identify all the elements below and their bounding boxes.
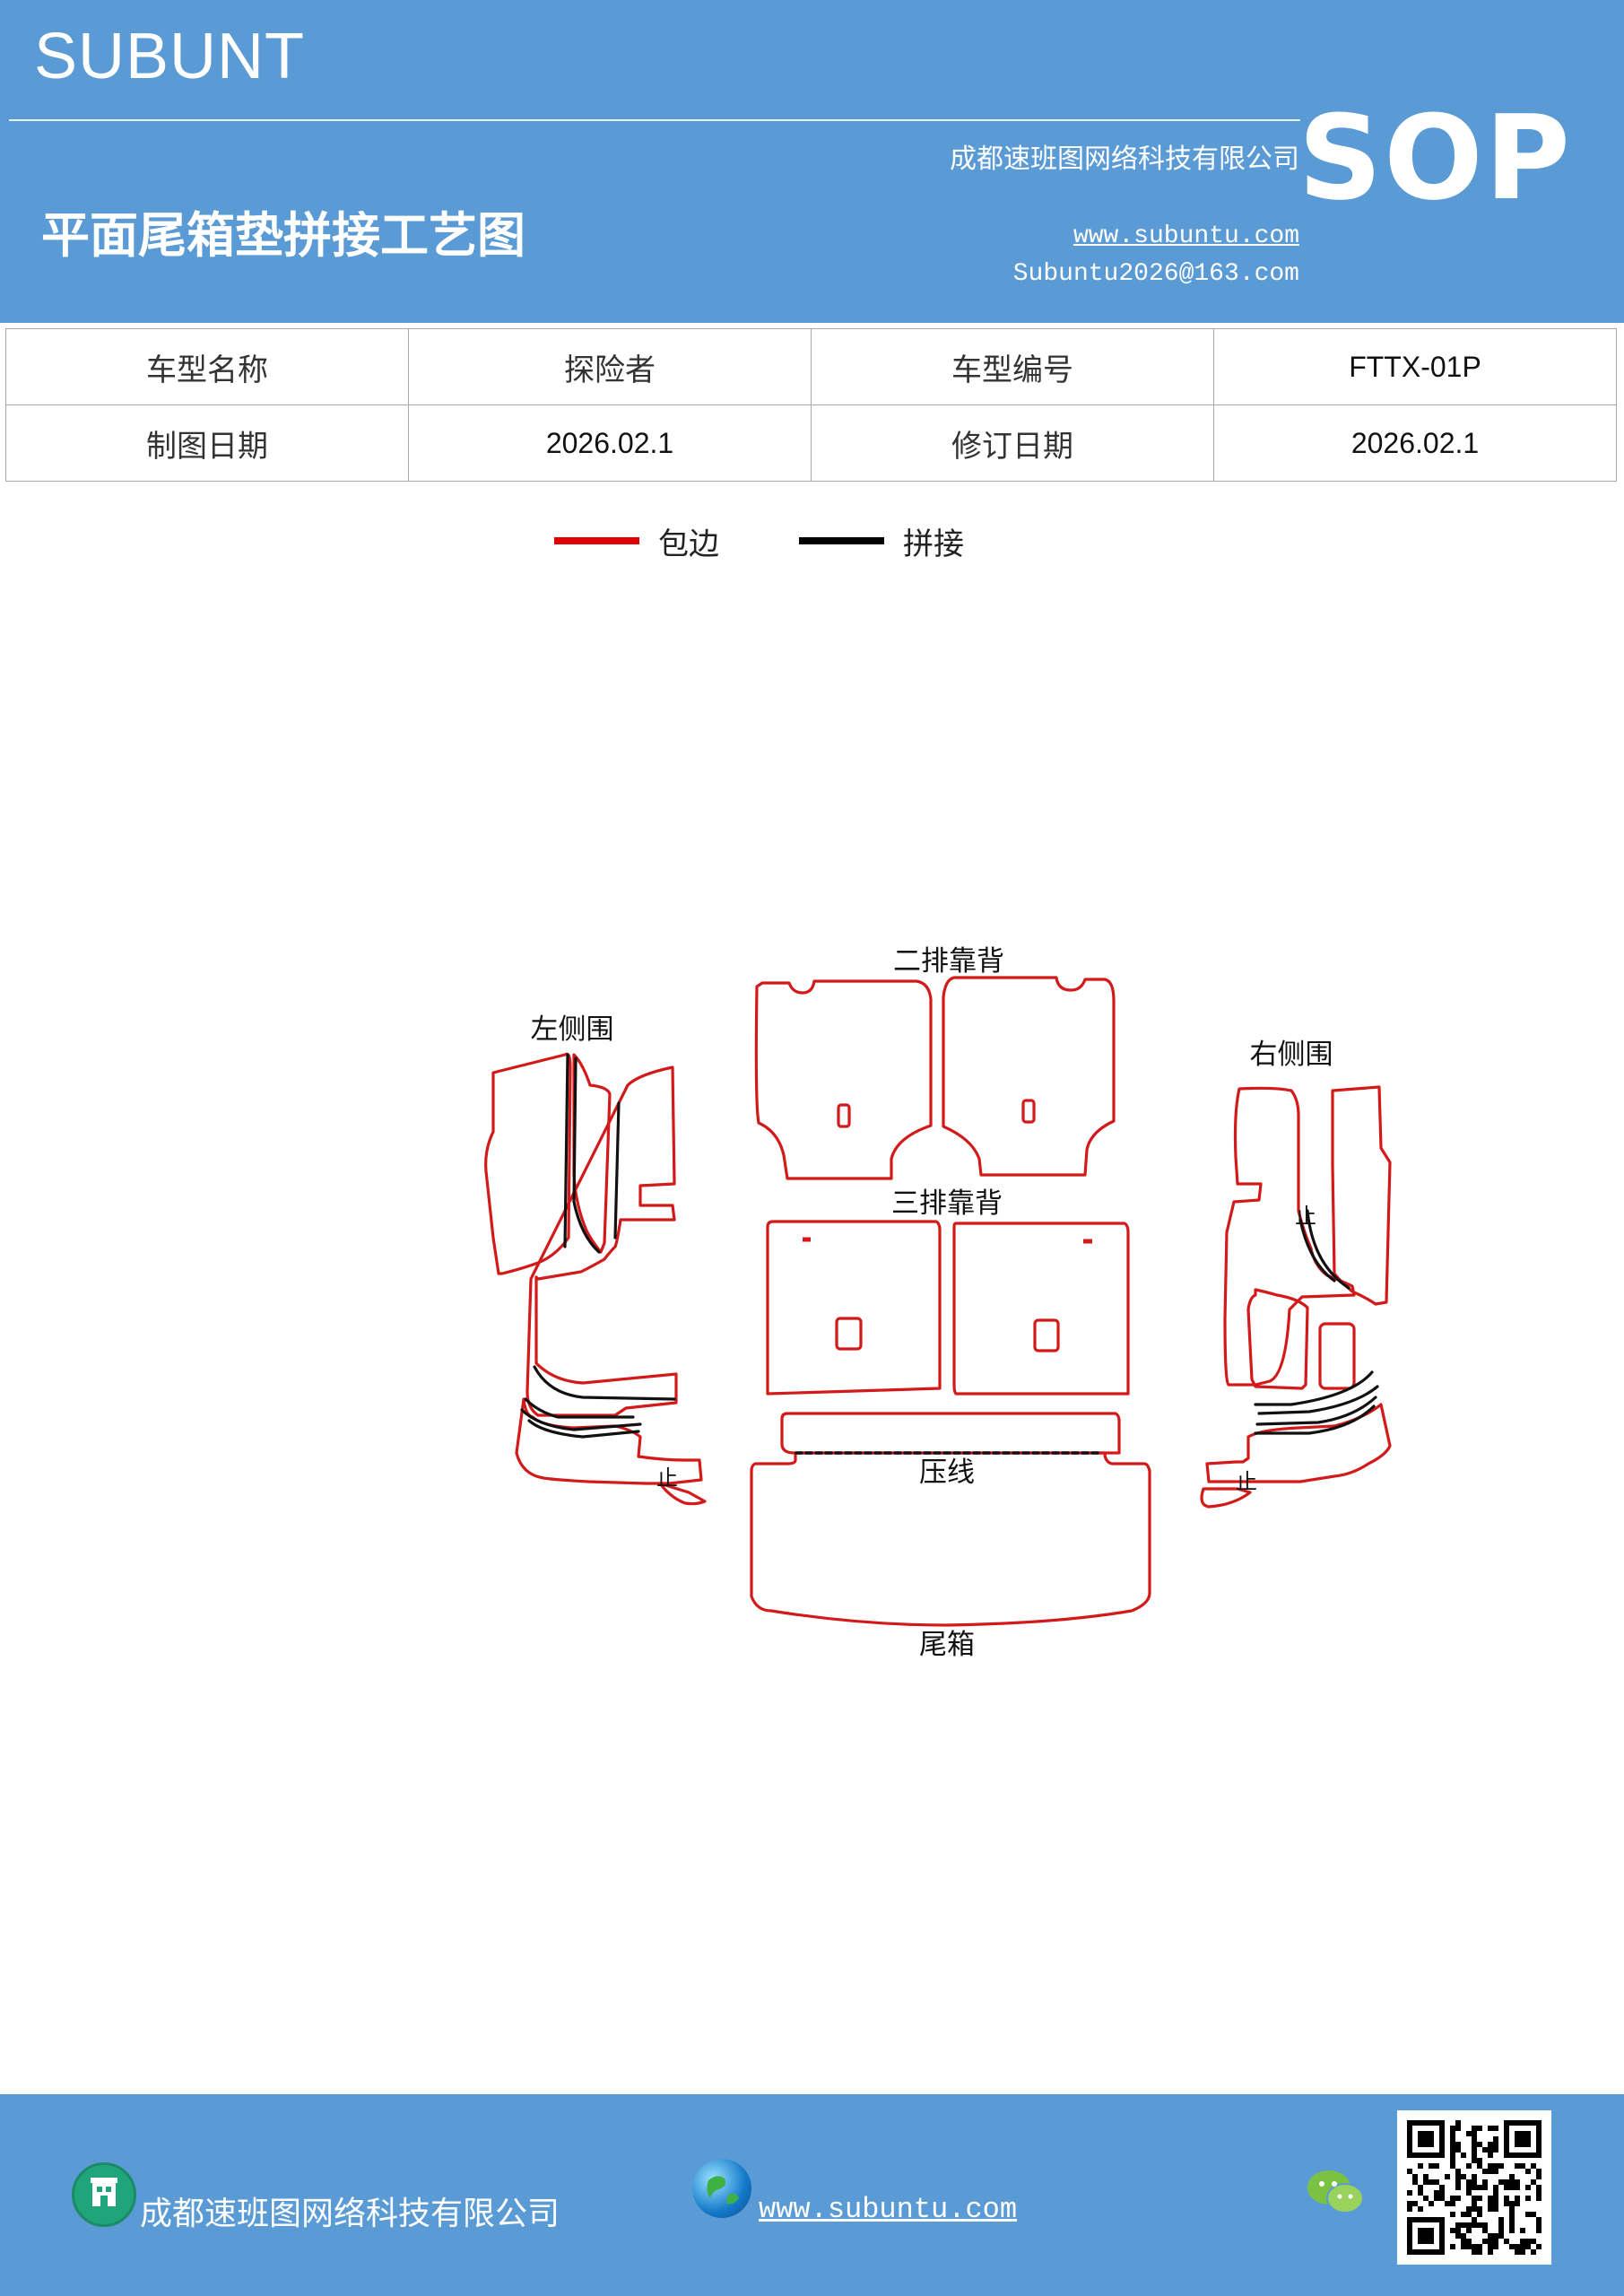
globe-icon	[692, 2159, 751, 2218]
website-link[interactable]: www.subuntu.com	[1073, 222, 1299, 250]
footer-banner: 成都速班图网络科技有限公司 www.subuntu.com	[0, 2094, 1624, 2296]
slot-hole	[1021, 1099, 1036, 1124]
table-row: 制图日期 2026.02.1 修订日期 2026.02.1	[5, 404, 1617, 482]
second-row-back-left-panel	[754, 979, 933, 1180]
label-third-row-back: 三排靠背	[891, 1187, 1003, 1220]
hole	[1318, 1322, 1356, 1390]
company-name: 成都速班图网络科技有限公司	[950, 144, 1299, 175]
footer-company-name: 成都速班图网络科技有限公司	[140, 2196, 560, 2232]
document-title: 平面尾箱垫拼接工艺图	[41, 207, 525, 264]
table-row: 车型名称 探险者 车型编号 FTTX-01P	[5, 328, 1617, 405]
building-icon	[72, 2162, 136, 2227]
right-side-wall-panel-c	[1246, 1288, 1309, 1390]
model-code-label: 车型编号	[811, 328, 1214, 405]
left-side-wall-panel-c	[525, 1065, 678, 1417]
seam-line	[533, 1365, 676, 1401]
model-name-value: 探险者	[408, 328, 812, 405]
seam-line	[1255, 1396, 1377, 1426]
seam-line	[527, 1419, 640, 1439]
header-banner: SUBUNT 成都速班图网络科技有限公司 平面尾箱垫拼接工艺图 www.subu…	[0, 0, 1624, 323]
drawing-date-value: 2026.02.1	[408, 404, 812, 482]
third-row-back-right-panel	[952, 1222, 1130, 1396]
label-stop-right-upper: 止	[1295, 1204, 1316, 1229]
info-table: 车型名称 探险者 车型编号 FTTX-01P 制图日期 2026.02.1 修订…	[5, 328, 1617, 482]
hole	[1033, 1318, 1060, 1352]
drawing-date-label: 制图日期	[5, 404, 409, 482]
brand-name: SUBUNT	[34, 21, 306, 92]
left-side-wall-tip	[658, 1482, 707, 1506]
email-address: Subuntu2026@163.com	[1012, 260, 1299, 288]
revision-date-label: 修订日期	[811, 404, 1214, 482]
seam-line	[1298, 1218, 1336, 1283]
qr-code	[1397, 2110, 1551, 2265]
legend-swatch-red	[554, 537, 639, 544]
seam-line	[1254, 1370, 1374, 1406]
label-right-side: 右侧围	[1250, 1039, 1333, 1071]
legend-swatch-black	[799, 537, 884, 544]
hole	[835, 1317, 863, 1351]
model-code-value: FTTX-01P	[1213, 328, 1617, 405]
right-side-wall-panel-b	[1331, 1085, 1392, 1306]
model-name-label: 车型名称	[5, 328, 409, 405]
trunk-crease-strip	[780, 1412, 1121, 1455]
revision-date-value: 2026.02.1	[1213, 404, 1617, 482]
label-second-row-back: 二排靠背	[893, 945, 1004, 978]
seam-line	[520, 1408, 642, 1431]
label-left-side: 左侧围	[531, 1013, 614, 1046]
label-crease: 压线	[919, 1457, 975, 1489]
header-divider	[9, 119, 1300, 121]
label-stop-left: 止	[656, 1465, 678, 1491]
seam-line	[1257, 1385, 1379, 1415]
left-side-wall-panel-a	[484, 1052, 572, 1275]
right-side-wall-tip	[1200, 1487, 1252, 1509]
left-side-wall-panel-b	[572, 1053, 612, 1254]
label-trunk: 尾箱	[919, 1629, 975, 1661]
legend-label: 包边	[658, 526, 719, 562]
label-stop-right: 止	[1236, 1469, 1257, 1494]
slot-hole	[837, 1103, 851, 1128]
seam-line	[1254, 1405, 1376, 1435]
right-side-wall-lower-piece	[1205, 1403, 1392, 1483]
seam-line	[572, 1057, 601, 1254]
seam-line	[1306, 1209, 1350, 1290]
sop-badge: SOP	[1298, 90, 1572, 226]
second-row-back-right-panel	[942, 976, 1116, 1177]
seam-line	[613, 1101, 621, 1239]
seam-line	[563, 1053, 569, 1248]
trunk-main-panel	[750, 1451, 1151, 1627]
right-side-wall-panel-a	[1223, 1086, 1356, 1387]
wechat-icon	[1304, 2166, 1367, 2220]
legend-label: 拼接	[903, 526, 964, 562]
seam-line	[524, 1397, 635, 1419]
footer-website-link[interactable]: www.subuntu.com	[759, 2193, 1018, 2226]
third-row-back-left-panel	[766, 1220, 942, 1396]
